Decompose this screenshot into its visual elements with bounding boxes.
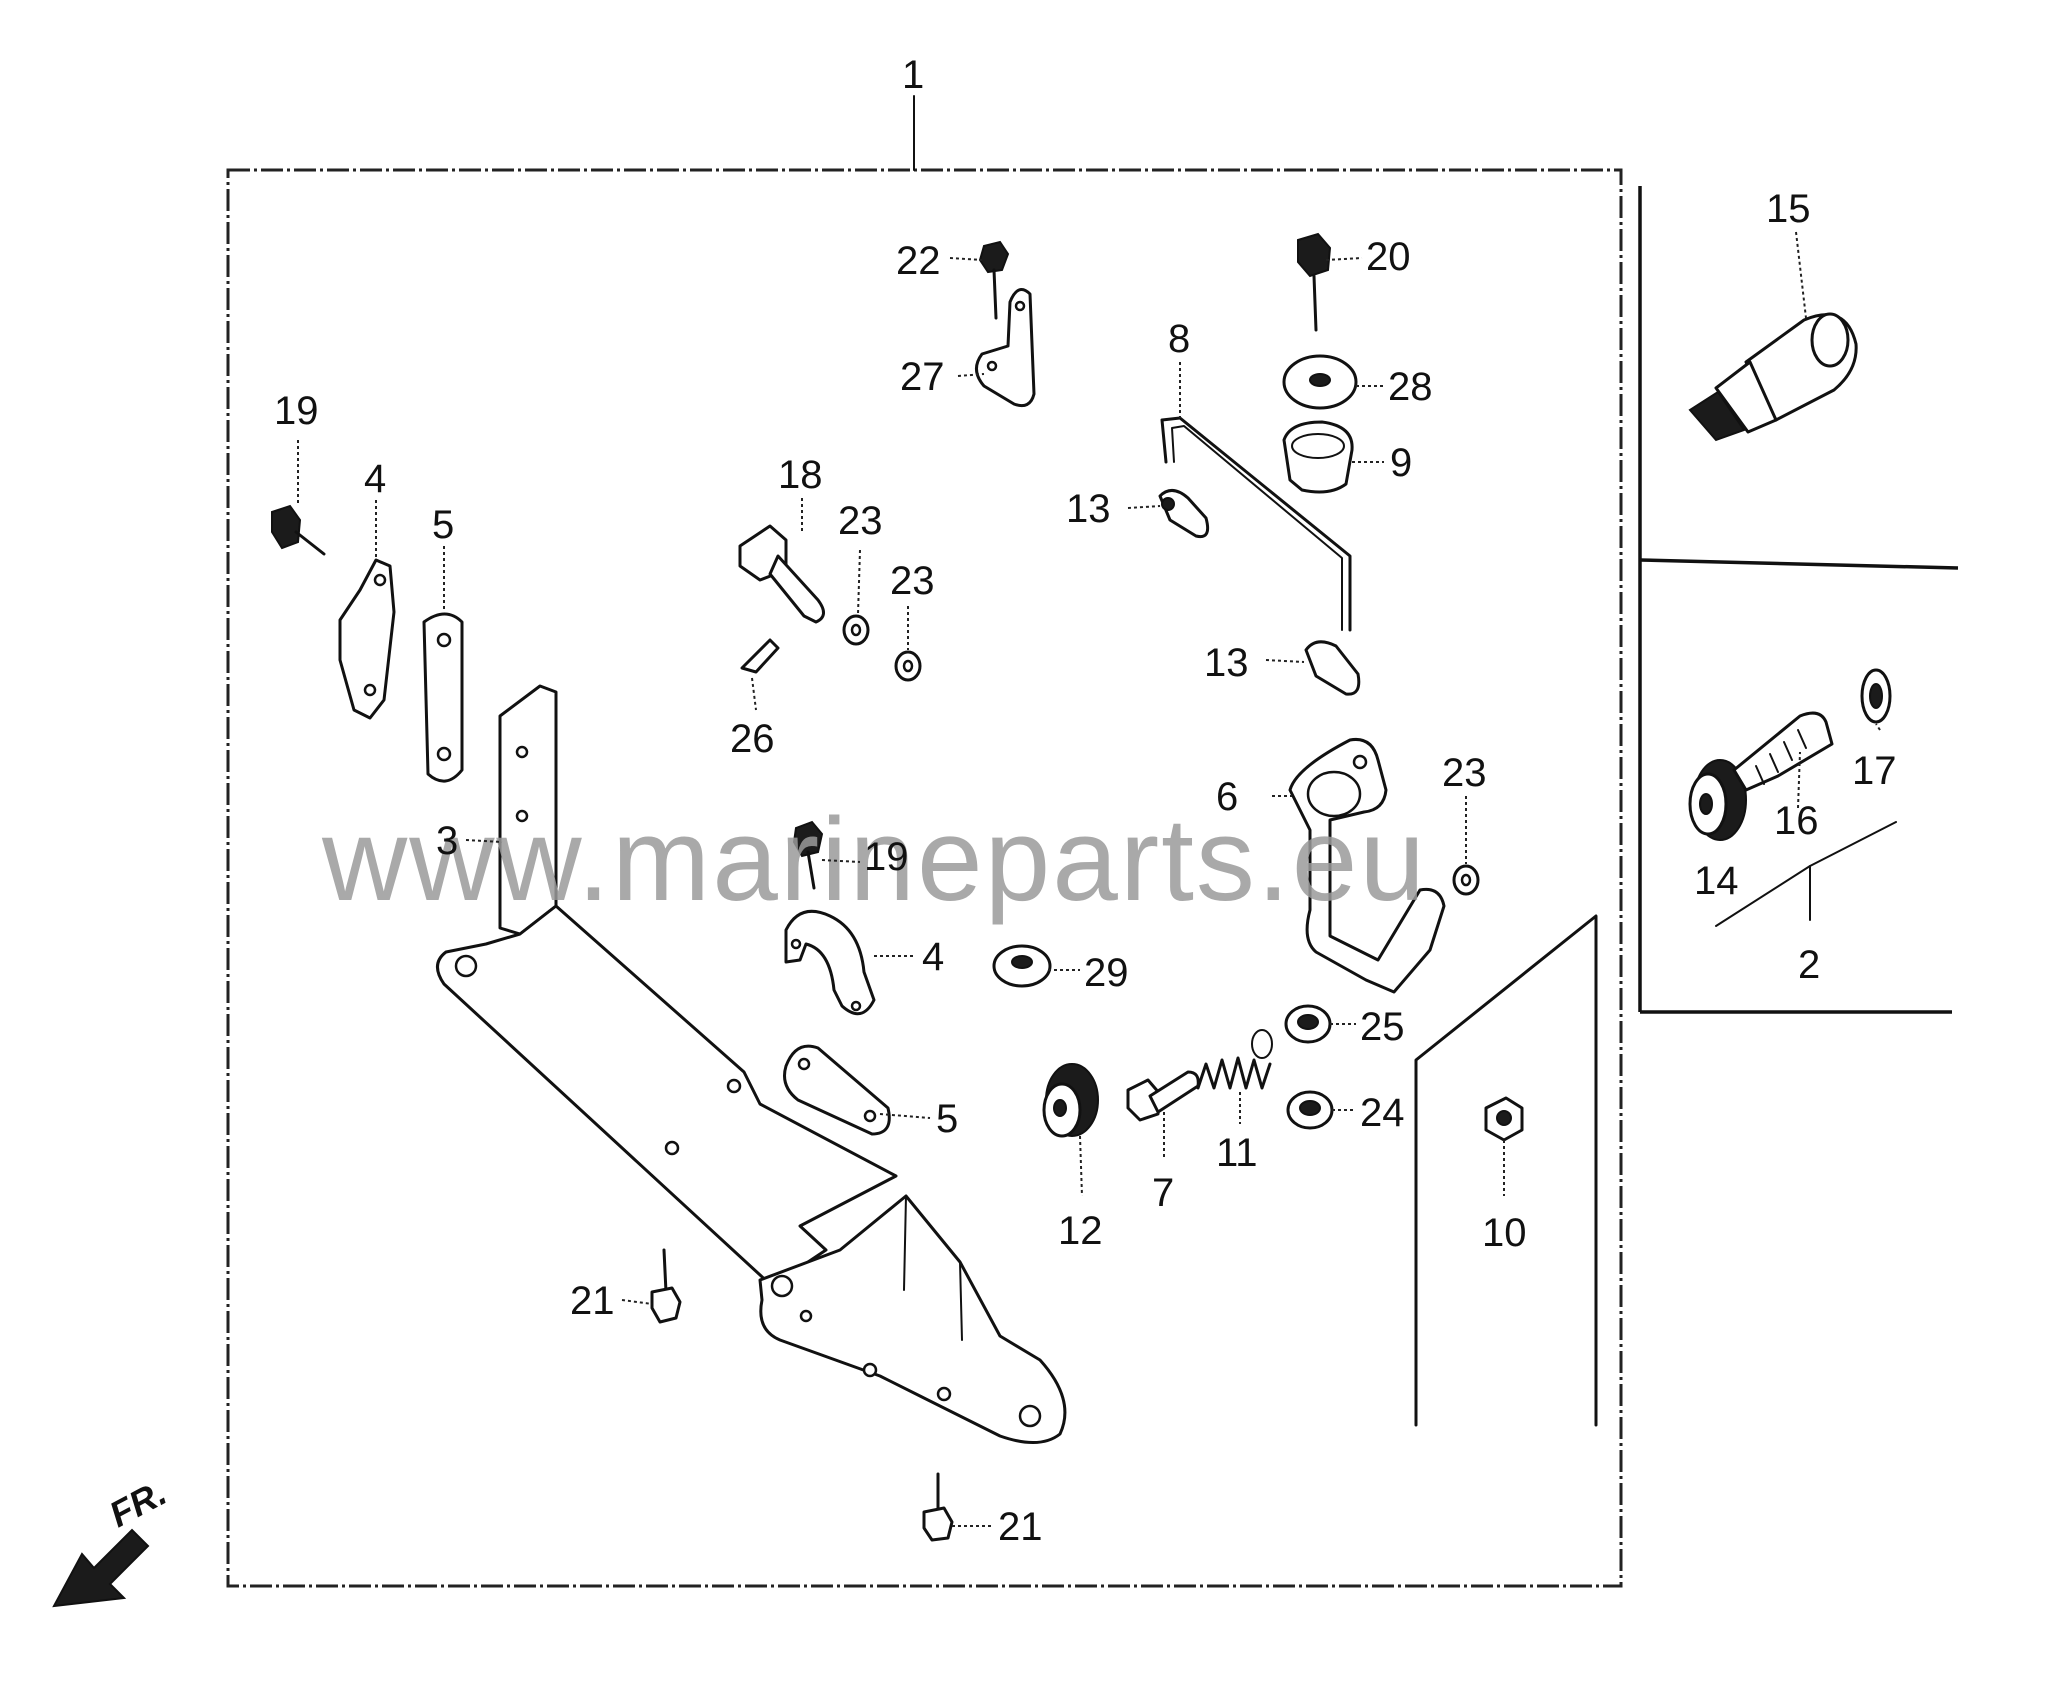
shaft-18 xyxy=(738,524,825,624)
plate-5-center xyxy=(783,1044,891,1136)
callout-19-left: 19 xyxy=(274,389,319,433)
grommet-28 xyxy=(1282,354,1358,410)
watermark: www.marineparts.eu xyxy=(321,794,1427,926)
nut-10 xyxy=(1484,1096,1524,1142)
callout-25: 25 xyxy=(1360,1005,1405,1049)
callout-20: 20 xyxy=(1366,235,1411,279)
washer-23-b xyxy=(894,650,922,682)
cotter-pin-26 xyxy=(740,638,780,674)
main-bracket xyxy=(436,684,1067,1445)
bolt-19-left xyxy=(271,504,326,556)
washer-23-a xyxy=(842,614,870,646)
plate-5-upper xyxy=(422,612,464,783)
callout-16: 16 xyxy=(1774,799,1819,843)
spring-11 xyxy=(1196,1029,1273,1090)
bolt-22 xyxy=(978,240,1010,320)
callout-9: 9 xyxy=(1390,441,1412,485)
washer-25 xyxy=(1284,1004,1332,1044)
clamp-4-center xyxy=(784,909,876,1016)
callout-7: 7 xyxy=(1152,1171,1174,1215)
callout-3: 3 xyxy=(436,819,458,863)
callout-5-upper: 5 xyxy=(432,503,454,547)
front-direction-arrow: FR. xyxy=(52,1472,173,1608)
collar-9 xyxy=(1282,420,1354,494)
bolt-21-bottom xyxy=(922,1472,954,1542)
link-27 xyxy=(975,288,1036,408)
callout-6: 6 xyxy=(1216,775,1238,819)
callout-15: 15 xyxy=(1766,187,1811,231)
callout-27: 27 xyxy=(900,355,945,399)
main-assembly-frame xyxy=(226,168,1623,1588)
callout-4-upper: 4 xyxy=(364,457,386,501)
callout-5-center: 5 xyxy=(936,1097,958,1141)
arm-6 xyxy=(1288,737,1446,994)
callout-28: 28 xyxy=(1388,365,1433,409)
callout-18: 18 xyxy=(778,453,823,497)
callout-24: 24 xyxy=(1360,1091,1405,1135)
callout-12: 12 xyxy=(1058,1209,1103,1253)
callout-10: 10 xyxy=(1482,1211,1527,1255)
callout-19-center: 19 xyxy=(864,835,909,879)
callout-1: 1 xyxy=(902,53,924,97)
callout-29: 29 xyxy=(1084,951,1129,995)
direction-label: FR. xyxy=(103,1472,173,1535)
callout-17: 17 xyxy=(1852,749,1897,793)
washer-17 xyxy=(1860,668,1892,724)
callout-26: 26 xyxy=(730,717,775,761)
fitting-16 xyxy=(1732,711,1834,792)
clip-13-lower xyxy=(1304,640,1361,696)
leader-lines xyxy=(297,231,1881,1527)
callout-23-a: 23 xyxy=(838,499,883,543)
washer-24 xyxy=(1286,1090,1334,1130)
bolt-20 xyxy=(1297,232,1332,332)
nut-23-right xyxy=(1452,864,1480,896)
callout-23-b: 23 xyxy=(890,559,935,603)
callout-23-right: 23 xyxy=(1442,751,1487,795)
grommet-29 xyxy=(992,944,1052,988)
callout-labels: 1 2 3 4 4 5 5 6 7 8 9 10 11 12 13 13 14 … xyxy=(274,53,1897,1549)
callout-11: 11 xyxy=(1216,1131,1258,1175)
callout-22: 22 xyxy=(896,239,941,283)
bushing-12 xyxy=(1042,1063,1099,1138)
inset-panel-lines xyxy=(1414,914,1598,1427)
side-panel-frame xyxy=(1638,186,1959,1014)
callout-13-lower: 13 xyxy=(1204,641,1249,685)
clip-13-upper xyxy=(1158,489,1210,539)
bolt-19-center xyxy=(792,820,824,890)
callout-8: 8 xyxy=(1168,317,1190,361)
callout-14: 14 xyxy=(1694,859,1739,903)
bolt-21-left xyxy=(650,1248,682,1324)
fitting-14 xyxy=(1688,759,1747,841)
callout-21-left: 21 xyxy=(570,1279,615,1323)
callout-21-bottom: 21 xyxy=(998,1505,1043,1549)
fitting-15 xyxy=(1688,312,1858,442)
clamp-4-upper xyxy=(338,558,396,720)
callout-4-center: 4 xyxy=(922,935,944,979)
bolt-7 xyxy=(1126,1070,1200,1122)
callout-2: 2 xyxy=(1798,943,1820,987)
callout-13-upper: 13 xyxy=(1066,487,1111,531)
